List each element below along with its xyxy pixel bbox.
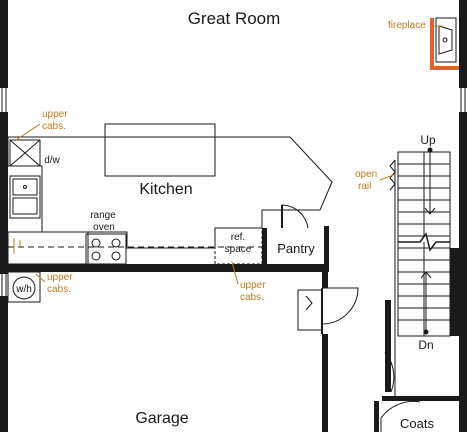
garage-entry-door <box>321 287 359 325</box>
water-heater-label: w/h <box>15 284 32 295</box>
garage-label: Garage <box>135 410 188 427</box>
great-room-label: Great Room <box>188 9 281 28</box>
hall-wall-left <box>322 272 328 288</box>
left-wall-bottom <box>0 296 8 432</box>
stair-door <box>384 351 395 393</box>
range-label: range <box>90 210 116 221</box>
open-rail-note-b: rail <box>358 181 371 192</box>
labels: Great Room Kitchen Garage Pantry Coats d… <box>15 9 436 431</box>
pantry-wall-left <box>262 228 267 268</box>
hall-wall-lower <box>322 334 328 432</box>
dishwasher-label: d/w <box>44 155 60 166</box>
coats-wall-left <box>374 401 379 432</box>
garage-wall-left <box>8 264 262 272</box>
upper-cabs-note-2a: upper <box>47 272 73 283</box>
range-oven <box>85 233 127 265</box>
pantry-door <box>281 204 309 229</box>
upper-cabs-note-1a: upper <box>42 109 68 120</box>
fireplace <box>430 17 459 70</box>
stair-dn-label: Dn <box>418 338 433 352</box>
pantry-wall-right <box>324 226 329 272</box>
windows <box>1 88 466 296</box>
upper-cabs-note-1b: cabs. <box>42 121 66 132</box>
coats-wall-top <box>382 396 459 401</box>
stairs <box>389 147 451 400</box>
coats-label: Coats <box>400 416 434 431</box>
fireplace-box <box>435 17 457 63</box>
ref-label: ref. <box>231 232 245 243</box>
oven-label: oven <box>93 222 115 233</box>
stair-up-label: Up <box>420 133 436 147</box>
fireplace-gas-dot <box>442 37 448 43</box>
note-leaders <box>15 25 442 285</box>
coats-door <box>380 400 421 432</box>
open-rail-note-a: open <box>355 169 377 180</box>
kitchen-label: Kitchen <box>139 181 192 198</box>
doors <box>281 204 421 432</box>
kitchen-counters <box>7 123 333 265</box>
fireplace-firebox <box>438 25 453 55</box>
space-label: space <box>225 244 252 255</box>
lower-counter-left <box>7 231 89 265</box>
right-wall-bottom <box>459 112 467 432</box>
left-wall-mid <box>0 112 8 274</box>
left-wall-top <box>0 0 8 88</box>
dishwasher <box>9 139 41 167</box>
water-heater <box>7 271 41 303</box>
sink <box>9 175 41 219</box>
island-bar <box>104 123 216 177</box>
upper-cabs-note-3a: upper <box>240 280 266 291</box>
garage-wall-right <box>262 264 326 272</box>
fireplace-hearth-line <box>430 18 459 70</box>
fireplace-note: fireplace <box>388 20 426 31</box>
upper-cabs-note-2b: cabs. <box>47 284 71 295</box>
right-wall-top <box>459 0 467 88</box>
upper-cabs-note-3b: cabs. <box>240 292 264 303</box>
pantry-label: Pantry <box>277 241 315 256</box>
stair-wall-left <box>385 300 391 392</box>
stair-right-block <box>450 248 459 336</box>
refrigerator-space <box>214 227 263 265</box>
